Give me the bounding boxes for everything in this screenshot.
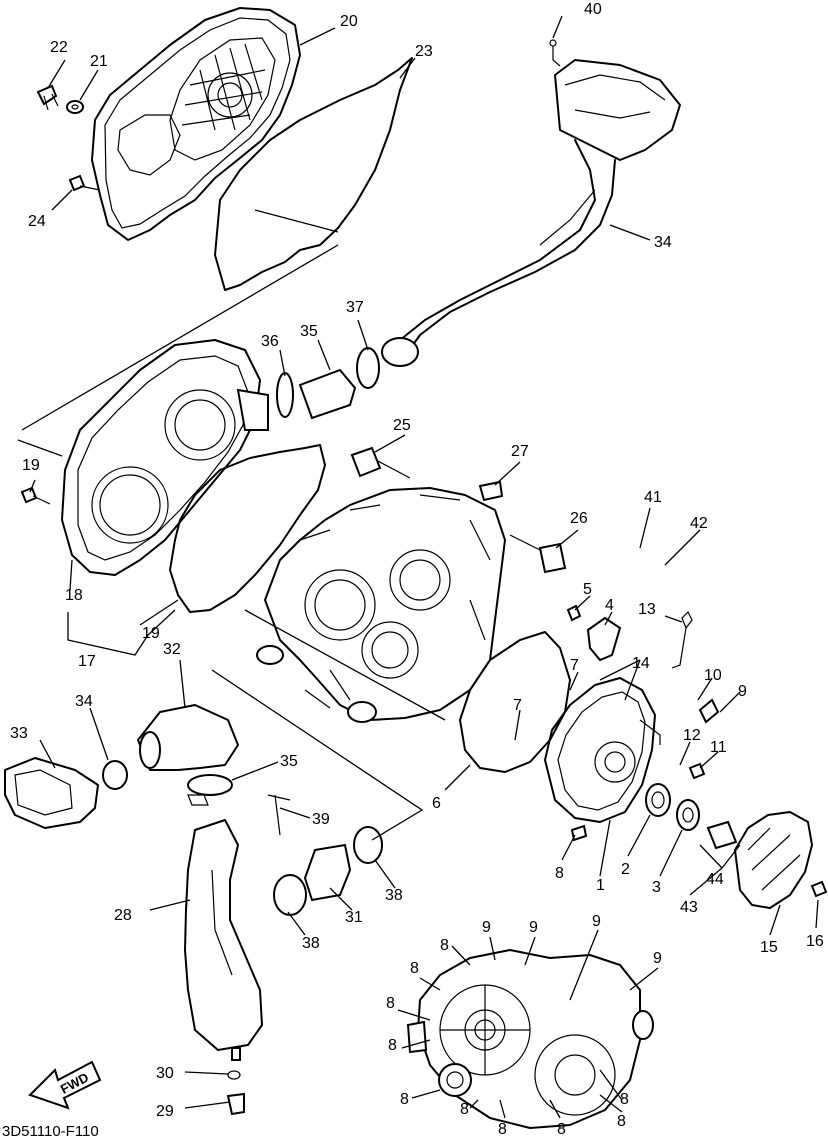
bolt-40 [549,39,557,47]
part-22-23-25-fasteners [36,84,101,192]
leader-lines [17,15,819,1109]
callout-9: 9 [738,683,747,700]
callout-8a: 8 [555,865,564,882]
callout-8b: 8 [440,937,449,954]
callout-21: 20 [340,13,358,30]
callout-32: 32 [163,641,181,658]
callout-34: 34 [75,693,93,710]
callout-10: 10 [704,667,722,684]
part-seals-2-3-44-15 [570,698,828,909]
callout-15: 15 [760,939,778,956]
callout-9e: 9 [653,950,662,967]
callout-8d: 8 [386,995,395,1012]
callout-13: 13 [638,601,656,618]
callout-1: 1 [596,877,605,894]
part-stator-cover-1 [544,677,661,823]
part-bolt-20 [20,486,51,505]
bolt-40-shank [552,46,561,67]
callout-7a: 7 [570,657,579,674]
callout-25: 24 [28,213,46,230]
callout-35: 35 [280,753,298,770]
part-duct-32-35 [137,704,291,836]
callout-30: 30 [156,1065,174,1082]
callout-38d: 38 [385,887,403,904]
callout-4: 4 [605,597,614,614]
callout-9c: 9 [529,919,538,936]
part-inlet-33-34 [4,757,128,829]
callout-16: 16 [806,933,824,950]
callout-36: 34 [654,234,672,251]
callout-8i: 8 [557,1121,566,1138]
callout-41: 41 [644,489,662,506]
callout-44: 44 [706,871,724,888]
part-crankcase-side-view [406,949,654,1129]
callout-8g: 8 [460,1101,469,1118]
callout-20: 19 [22,457,40,474]
callout-40: 40 [584,1,602,18]
part-gasket-6 [459,631,571,773]
part-gasket-24 [214,57,413,291]
callout-8h: 8 [498,1121,507,1138]
callout-18: 18 [65,587,83,604]
callout-42: 42 [690,515,708,532]
callout-8f: 8 [400,1091,409,1108]
callout-38b: 37 [346,299,364,316]
drawing-code: 3D51110-F110 [2,1123,99,1138]
callout-31: 31 [345,909,363,926]
part-boot-31-38 [273,826,383,916]
callout-5: 5 [583,581,592,598]
callout-8k: 8 [620,1091,629,1108]
fwd-arrow: FWD [28,1060,102,1110]
callout-labels: 20 22 21 24 23 40 34 36 35 37 19 25 27 2… [10,1,824,1138]
callout-17: 17 [78,653,96,670]
part-clutch-cover-21 [91,7,301,241]
callout-33: 33 [10,725,28,742]
callout-23: 22 [50,39,68,56]
callout-22: 21 [90,53,108,70]
part-sensors-4-5-13 [566,604,693,669]
callout-38a: 36 [261,333,279,350]
callout-3: 3 [652,879,661,896]
callout-11: 11 [710,739,727,756]
callout-38c: 38 [302,935,320,952]
part-gasket-19 [169,444,326,613]
part-dowels-26-27 [350,446,567,574]
part-intake-pipe-28 [184,819,263,1116]
callout-8c: 8 [410,960,419,977]
callout-24: 23 [415,43,433,60]
callout-37: 35 [300,323,318,340]
callout-28: 28 [114,907,132,924]
callout-8j: 8 [617,1113,626,1130]
callout-39: 39 [312,811,330,828]
callout-43: 43 [680,899,698,916]
part-crankcase-cover-18 [61,339,269,576]
callout-2: 2 [621,861,630,878]
callout-7b: 7 [513,697,522,714]
part-air-duct-36 [381,59,681,367]
part-intake-boot-37-38 [276,347,380,420]
bottom-view-leaders [397,929,659,1119]
callout-26b: 26 [570,510,588,527]
callout-12: 12 [683,727,701,744]
callout-27: 27 [511,443,529,460]
callout-9d: 9 [592,913,601,930]
callout-6: 6 [432,795,441,812]
callout-29: 29 [156,1103,174,1120]
callout-8e: 8 [388,1037,397,1054]
callout-26a: 25 [393,417,411,434]
callout-14: 14 [632,655,650,672]
callout-19: 19 [142,625,160,642]
callout-9b: 9 [482,919,491,936]
part-crankcase [256,487,506,723]
